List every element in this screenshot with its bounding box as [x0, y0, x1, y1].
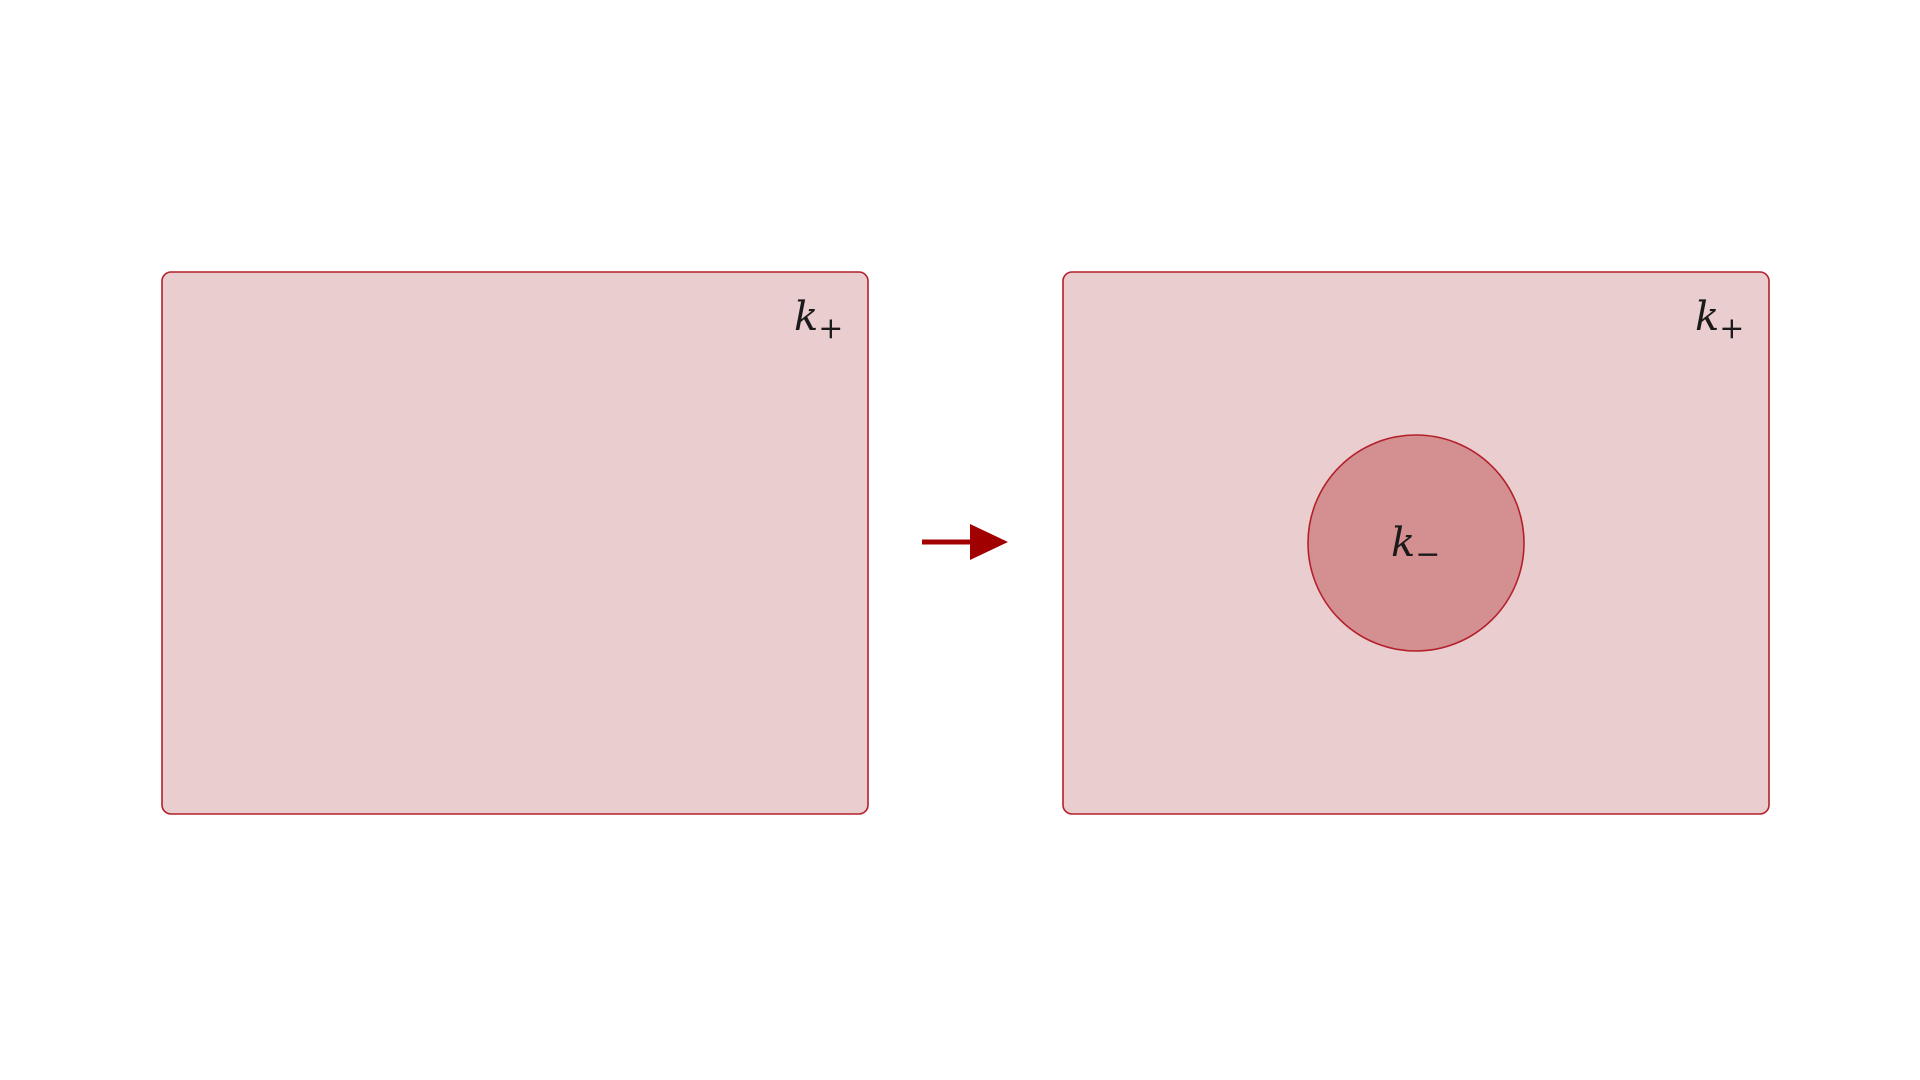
right-label-main: k — [1695, 294, 1719, 340]
right-label-sub: + — [1719, 311, 1744, 346]
left-panel: k+ — [161, 271, 869, 815]
left-region-label: k+ — [794, 294, 843, 346]
right-region-label: k+ — [1695, 294, 1744, 346]
inner-region-k-minus — [1307, 434, 1525, 652]
right-arrow-icon — [922, 524, 1008, 560]
inner-label-sub: − — [1415, 537, 1440, 572]
right-panel: k+ k− — [1062, 271, 1770, 815]
left-label-sub: + — [818, 311, 843, 346]
left-label-main: k — [794, 294, 818, 340]
inner-label-main: k — [1391, 520, 1415, 566]
inner-region-label: k− — [1391, 520, 1440, 572]
left-region-k-plus — [161, 271, 869, 815]
